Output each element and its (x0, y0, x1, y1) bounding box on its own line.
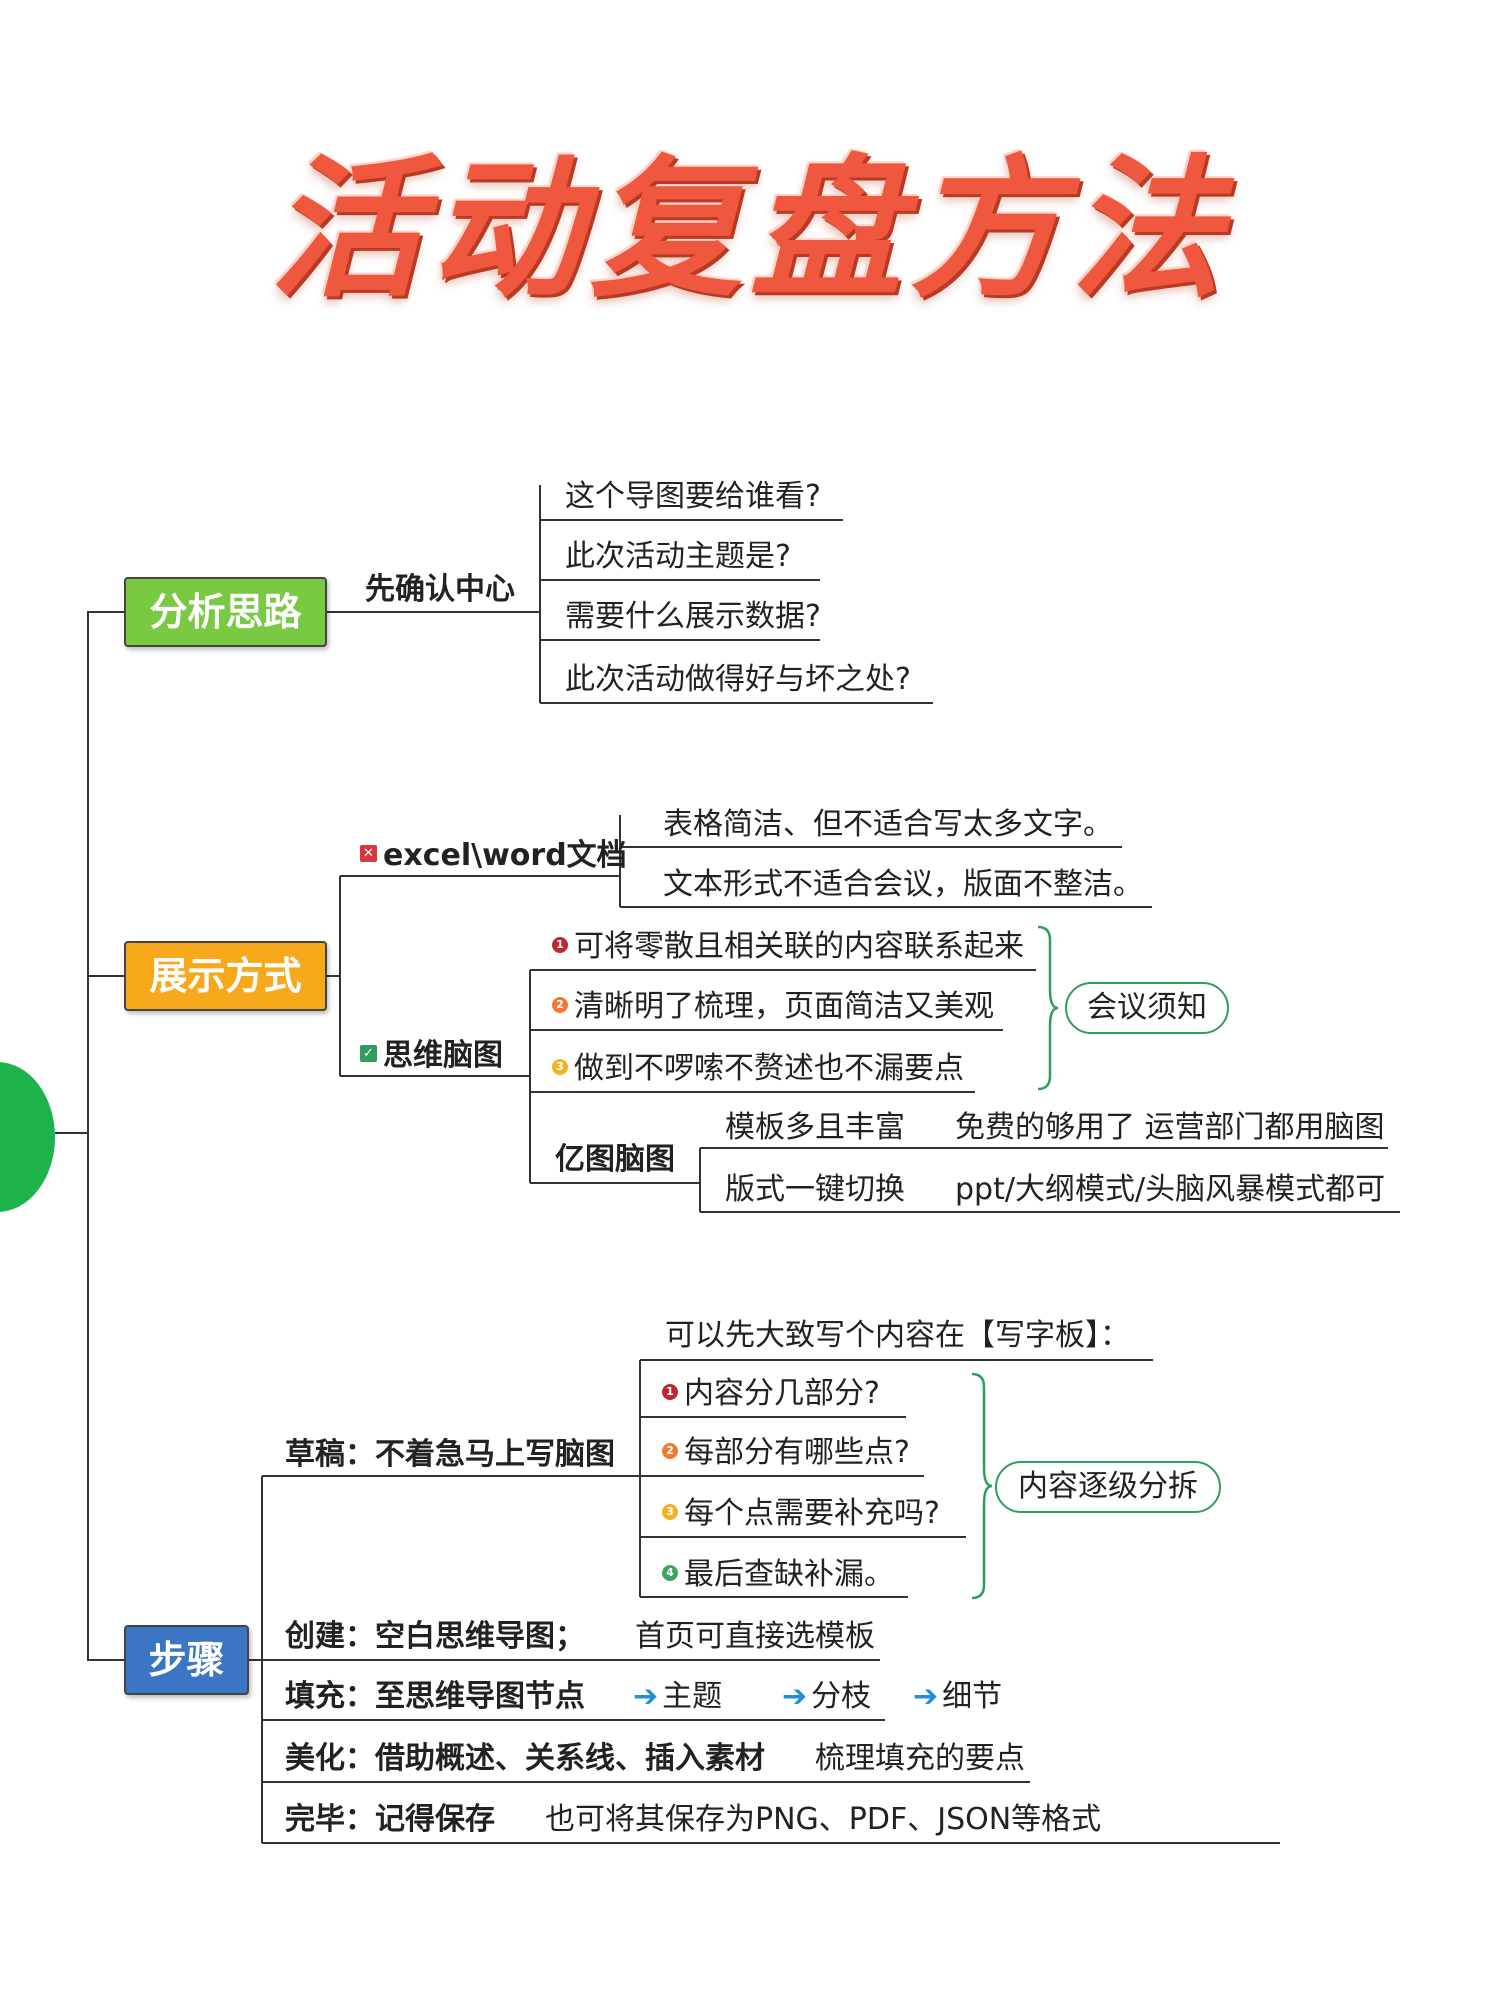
beautify-node[interactable]: 美化：借助概述、关系线、插入素材 (285, 1741, 765, 1776)
draft-item-text: 最后查缺补漏。 (684, 1557, 894, 1592)
finish-node[interactable]: 完毕：记得保存 (285, 1802, 495, 1837)
branch-display-box[interactable]: 展示方式 (124, 941, 327, 1011)
analysis-item[interactable]: 此次活动主题是? (565, 539, 791, 574)
draft-node[interactable]: 草稿：不着急马上写脑图 (285, 1437, 615, 1472)
number-badge-icon: 4 (662, 1564, 678, 1581)
page-title: 活动复盘方法 (270, 141, 1230, 318)
mindmap-item[interactable]: 1 可将零散且相关联的内容联系起来 (552, 927, 1024, 967)
draft-item[interactable]: 3 每个点需要补充吗? (662, 1494, 940, 1534)
edraw-node[interactable]: 亿图脑图 (555, 1142, 675, 1177)
number-badge-icon: 2 (662, 1442, 678, 1459)
excel-item[interactable]: 文本形式不适合会议，版面不整洁。 (663, 867, 1143, 902)
draft-item[interactable]: 1 内容分几部分? (662, 1374, 880, 1414)
fill-node[interactable]: 填充：至思维导图节点 (285, 1679, 585, 1714)
draft-item[interactable]: 2 每部分有哪些点? (662, 1433, 910, 1473)
arrow-right-icon: ➔ (633, 1679, 659, 1714)
summary-meeting-notes[interactable]: 会议须知 (1065, 982, 1229, 1034)
branch-analysis-box[interactable]: 分析思路 (124, 577, 327, 647)
draft-item-text: 内容分几部分? (684, 1376, 880, 1411)
excel-word-label: excel\word文档 (383, 838, 627, 873)
draft-item-text: 每个点需要补充吗? (684, 1496, 940, 1531)
number-badge-icon: 1 (662, 1383, 678, 1400)
excel-item[interactable]: 表格简洁、但不适合写太多文字。 (663, 807, 1113, 842)
edraw-row-value[interactable]: 免费的够用了 运营部门都用脑图 (955, 1110, 1385, 1145)
branch-steps-box[interactable]: 步骤 (124, 1625, 249, 1695)
analysis-center-node[interactable]: 先确认中心 (365, 572, 515, 607)
beautify-note[interactable]: 梳理填充的要点 (815, 1741, 1025, 1776)
analysis-item[interactable]: 这个导图要给谁看? (565, 479, 821, 514)
finish-note[interactable]: 也可将其保存为PNG、PDF、JSON等格式 (545, 1802, 1102, 1837)
create-note[interactable]: 首页可直接选模板 (635, 1619, 875, 1654)
check-icon: ✓ (360, 1045, 377, 1062)
draft-item-text: 每部分有哪些点? (684, 1435, 910, 1470)
edraw-row-key[interactable]: 版式一键切换 (725, 1172, 905, 1207)
number-badge-icon: 2 (552, 996, 568, 1013)
draft-item[interactable]: 4 最后查缺补漏。 (662, 1555, 894, 1595)
fill-item-text: 细节 (942, 1679, 1003, 1714)
draft-intro[interactable]: 可以先大致写个内容在【写字板】： (665, 1318, 1130, 1353)
summary-content-breakdown[interactable]: 内容逐级分拆 (995, 1461, 1221, 1513)
edraw-row-key[interactable]: 模板多且丰富 (725, 1110, 905, 1145)
mindmap-label: 思维脑图 (383, 1038, 503, 1073)
fill-item[interactable]: ➔分枝 (782, 1677, 871, 1717)
edraw-row-value[interactable]: ppt/大纲模式/头脑风暴模式都可 (955, 1172, 1386, 1207)
number-badge-icon: 3 (662, 1503, 678, 1520)
create-node[interactable]: 创建：空白思维导图； (285, 1619, 585, 1654)
mindmap-item-text: 可将零散且相关联的内容联系起来 (574, 929, 1024, 964)
fill-item-text: 主题 (662, 1679, 723, 1714)
mindmap-item[interactable]: 3 做到不啰嗦不赘述也不漏要点 (552, 1049, 964, 1089)
fill-item[interactable]: ➔细节 (913, 1677, 1002, 1717)
number-badge-icon: 3 (552, 1058, 568, 1075)
number-badge-icon: 1 (552, 936, 568, 953)
mindmap-item-text: 做到不啰嗦不赘述也不漏要点 (574, 1051, 964, 1086)
cross-icon: ✕ (360, 845, 377, 862)
fill-item[interactable]: ➔主题 (633, 1677, 722, 1717)
analysis-item[interactable]: 此次活动做得好与坏之处? (565, 662, 911, 697)
excel-word-node[interactable]: ✕ excel\word文档 (360, 836, 627, 876)
mindmap-node[interactable]: ✓ 思维脑图 (360, 1036, 503, 1076)
mindmap-item[interactable]: 2 清晰明了梳理，页面简洁又美观 (552, 987, 994, 1027)
analysis-item[interactable]: 需要什么展示数据? (565, 599, 821, 634)
fill-item-text: 分枝 (811, 1679, 872, 1714)
mindmap-item-text: 清晰明了梳理，页面简洁又美观 (574, 989, 994, 1024)
arrow-right-icon: ➔ (913, 1679, 939, 1714)
arrow-right-icon: ➔ (782, 1679, 808, 1714)
